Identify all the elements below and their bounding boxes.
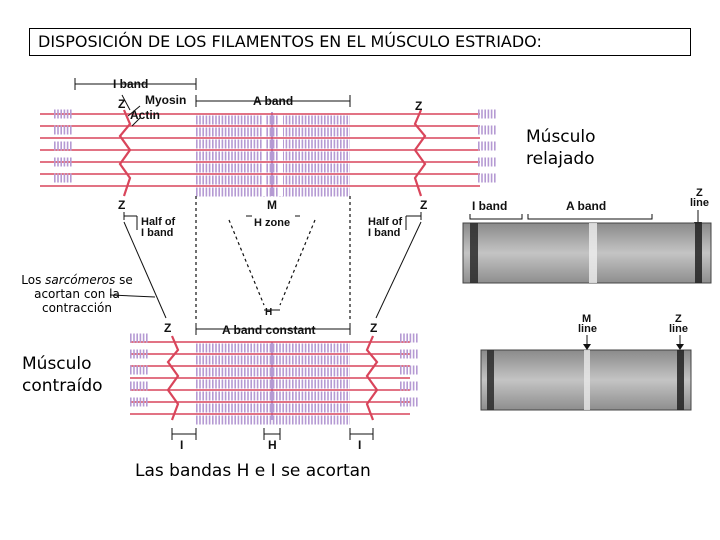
z-label-top-right: Z xyxy=(415,99,422,113)
relaxed-muscle-label: Músculo relajado xyxy=(526,127,596,169)
half-i-band-left-1: Half of xyxy=(141,216,176,228)
relaxed-dimension-lines xyxy=(74,78,351,127)
h-label-bottom: H xyxy=(268,438,277,452)
micro-m-line-label-1: M xyxy=(582,313,591,325)
contracted-muscle-label: Músculo contraído xyxy=(22,354,103,396)
micro-z-arrow xyxy=(676,344,684,350)
m-label: M xyxy=(267,198,277,212)
i-band-label-top: I band xyxy=(113,77,148,91)
contracted-z-line-left xyxy=(166,335,180,421)
bands-shorten-caption: Las bandas H e I se acortan xyxy=(135,461,371,481)
relaxed-actin-filaments xyxy=(40,113,480,187)
contracted-z-line-right xyxy=(365,335,379,421)
i-label-right: I xyxy=(358,438,361,452)
a-band-constant-label: A band constant xyxy=(222,323,316,337)
myosin-label: Myosin xyxy=(145,93,186,107)
contracted-micrograph: M line Z line xyxy=(480,313,692,411)
z-label-bottom-left: Z xyxy=(118,198,125,212)
half-i-band-right-2: I band xyxy=(368,227,400,239)
contracted-dimension-lines xyxy=(171,323,374,440)
micro-a-band-label: A band xyxy=(566,199,606,213)
micro-m-arrow xyxy=(583,344,591,350)
relaxed-z-line-right xyxy=(413,109,427,197)
z-label-contracted-left: Z xyxy=(164,321,171,335)
half-i-band-right-1: Half of xyxy=(368,216,403,228)
a-band-label-top: A band xyxy=(253,94,293,108)
slide-title: DISPOSICIÓN DE LOS FILAMENTOS EN EL MÚSC… xyxy=(29,28,691,56)
relaxed-micrograph-image xyxy=(462,222,712,284)
h-small-label: H xyxy=(265,307,272,318)
z-label-top-left: Z xyxy=(118,97,125,111)
h-zone-label: H zone xyxy=(254,217,290,229)
relaxed-micrograph: I band A band Z line xyxy=(462,187,712,284)
relaxed-bare-zone xyxy=(262,114,283,196)
z-label-contracted-right: Z xyxy=(370,321,377,335)
micro-z-line-label-1: Z xyxy=(696,187,703,199)
micro-z-line-label-3: Z xyxy=(675,313,682,325)
micro-band-brackets xyxy=(469,210,699,222)
micro-m-line-label-2: line xyxy=(578,323,597,335)
contracted-myosin-filaments xyxy=(196,343,350,425)
half-i-band-left-2: I band xyxy=(141,227,173,239)
dashed-guides xyxy=(195,196,351,322)
micro-z-line-label-4: line xyxy=(669,323,688,335)
relaxed-z-line-left xyxy=(118,109,132,197)
z-label-bottom-right: Z xyxy=(420,198,427,212)
sarcomere-shortening-note: Los sarcómeros se acortan con la contrac… xyxy=(21,273,133,315)
connector-lines xyxy=(109,212,422,319)
relaxed-sarcomere xyxy=(40,78,496,197)
contracted-sarcomere xyxy=(130,323,418,440)
actin-label: Actin xyxy=(130,108,160,122)
relaxed-neighbor-myosin xyxy=(54,109,496,183)
i-label-left: I xyxy=(180,438,183,452)
micro-arrow-lines xyxy=(586,335,681,344)
micro-z-line-label-2: line xyxy=(690,197,709,209)
micro-i-band-label: I band xyxy=(472,199,507,213)
relaxed-myosin-filaments xyxy=(196,115,350,197)
